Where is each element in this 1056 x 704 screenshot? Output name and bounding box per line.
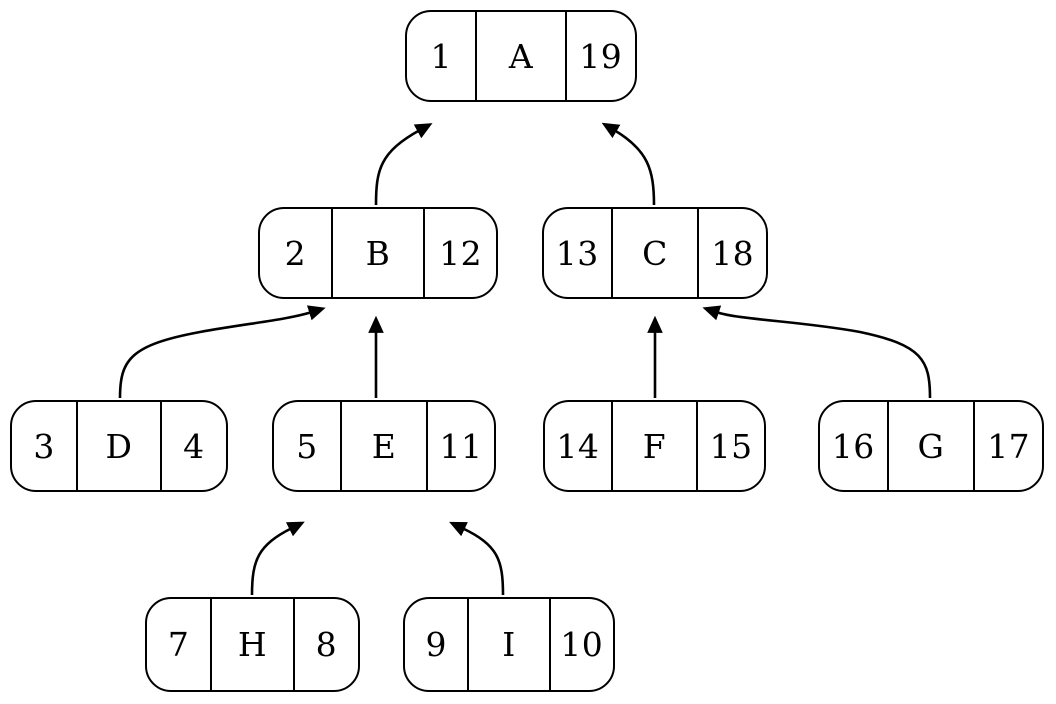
- node-E-label: E: [340, 402, 428, 490]
- node-G-right-index: 17: [987, 426, 1031, 466]
- node-E-left-index: 5: [296, 426, 318, 466]
- node-A-label: A: [475, 12, 567, 100]
- node-D-label: D: [76, 402, 162, 490]
- edge-G-to-C: [702, 305, 932, 399]
- node-G-left-index: 16: [831, 426, 875, 466]
- node-I-label: I: [467, 599, 551, 690]
- node-I-left-index: 9: [425, 625, 447, 664]
- node-C-label: C: [610, 209, 700, 297]
- edge-D-to-B: [118, 305, 326, 399]
- node-C-right-index: 18: [711, 233, 755, 273]
- node-D-right-index: 4: [183, 426, 205, 466]
- node-D[interactable]: 3 D 4: [10, 400, 228, 492]
- node-E-right-index: 11: [439, 426, 483, 466]
- node-B-label: B: [330, 209, 426, 297]
- node-F-left-index: 14: [556, 426, 600, 466]
- node-F-label: F: [610, 402, 699, 490]
- node-B-right-index: 12: [439, 233, 483, 273]
- edge-H-to-E: [250, 521, 305, 596]
- node-C-left-index: 13: [555, 233, 599, 273]
- node-H-left-index: 7: [167, 625, 190, 664]
- node-I-right-index: 10: [560, 625, 604, 664]
- node-F[interactable]: 14 F 15: [543, 400, 766, 492]
- node-B[interactable]: 2 B 12: [258, 207, 498, 299]
- node-E[interactable]: 5 E 11: [272, 400, 496, 492]
- node-A[interactable]: 1 A 19: [405, 10, 637, 102]
- node-G-label: G: [886, 402, 976, 490]
- node-F-right-index: 15: [709, 426, 753, 466]
- node-A-left-index: 1: [430, 36, 452, 76]
- node-A-right-index: 19: [579, 36, 623, 76]
- node-H-label: H: [210, 599, 295, 690]
- node-H-right-index: 8: [315, 625, 338, 664]
- node-G[interactable]: 16 G 17: [818, 400, 1044, 492]
- edge-C-to-A: [601, 122, 656, 206]
- edges-group: [118, 122, 932, 596]
- node-I[interactable]: 9 I 10: [403, 597, 615, 692]
- node-H[interactable]: 7 H 8: [145, 597, 360, 692]
- node-D-left-index: 3: [33, 426, 55, 466]
- edge-B-to-A: [374, 123, 433, 206]
- node-C[interactable]: 13 C 18: [542, 207, 768, 299]
- node-B-left-index: 2: [284, 233, 307, 273]
- edge-I-to-E: [449, 521, 505, 596]
